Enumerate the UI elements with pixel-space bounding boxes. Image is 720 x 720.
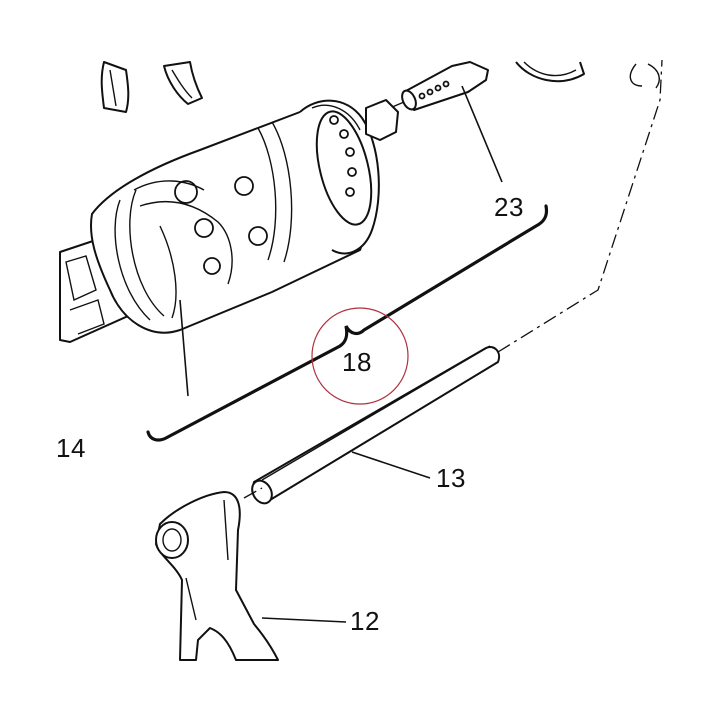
drum-pin-part bbox=[389, 61, 489, 111]
leader-line-23 bbox=[461, 85, 503, 183]
shift-drum-part bbox=[59, 99, 399, 343]
callout-23: 23 bbox=[494, 192, 524, 222]
highlight-circle bbox=[311, 307, 409, 405]
shift-fork-part bbox=[155, 491, 279, 661]
assembly-bracket bbox=[146, 204, 549, 442]
callout-14: 14 bbox=[56, 433, 86, 463]
leader-line-13 bbox=[351, 451, 431, 479]
leader-line-14-drum bbox=[179, 299, 189, 397]
retaining-clip-fragment bbox=[629, 63, 660, 89]
callout-13: 13 bbox=[436, 463, 466, 493]
o-ring-fragment bbox=[515, 61, 585, 83]
callout-18: 18 bbox=[342, 347, 372, 377]
callout-12: 12 bbox=[350, 606, 380, 636]
leader-line-12 bbox=[261, 617, 347, 623]
alignment-centerline bbox=[243, 59, 663, 499]
upper-fork-fragment bbox=[100, 61, 203, 113]
fork-shaft-part bbox=[251, 345, 500, 505]
